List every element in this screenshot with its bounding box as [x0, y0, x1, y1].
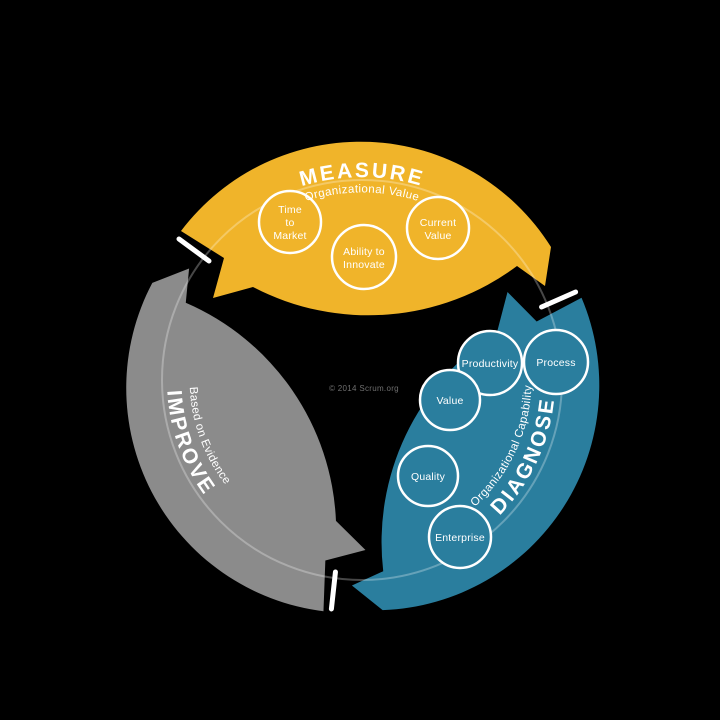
value-label: Value: [436, 395, 463, 407]
svg-text:Innovate: Innovate: [343, 259, 385, 271]
diagnose-circles: Productivity Process Value Quality Enter…: [396, 328, 590, 570]
enterprise-circle: [427, 504, 493, 570]
time-to-market-label: Time: [278, 204, 302, 216]
copyright-watermark: © 2014 Scrum.org: [329, 384, 399, 393]
svg-text:to: to: [285, 217, 294, 229]
measure-circles: Time to Market Ability to Innovate Curre…: [257, 189, 471, 291]
process-label: Process: [536, 357, 575, 369]
quality-label: Quality: [411, 471, 446, 483]
svg-text:Market: Market: [273, 230, 306, 242]
productivity-circle: [456, 329, 524, 397]
ability-to-innovate-circle: [330, 223, 398, 291]
current-value-label: Current: [420, 217, 456, 229]
current-value-circle: [405, 195, 471, 261]
process-circle: [522, 328, 590, 396]
enterprise-label: Enterprise: [435, 532, 485, 544]
value-circle: [418, 368, 482, 432]
quality-circle: [396, 444, 460, 508]
ability-to-innovate-label: Ability to: [343, 246, 385, 258]
productivity-label: Productivity: [462, 358, 519, 370]
svg-text:Value: Value: [424, 230, 451, 242]
time-to-market-circle: [257, 189, 323, 255]
